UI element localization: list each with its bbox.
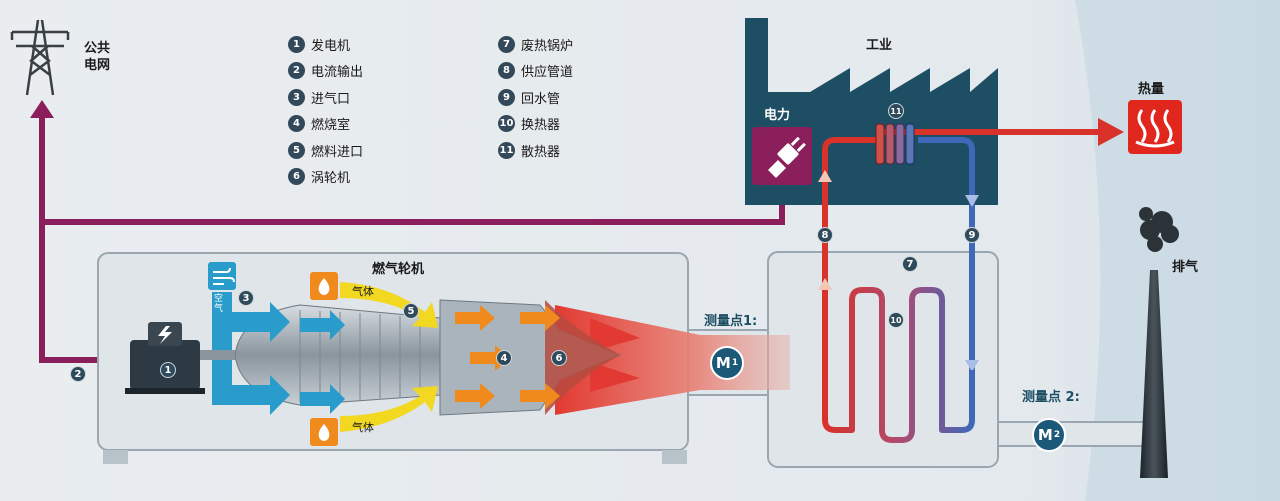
legend-text: 涡轮机	[311, 171, 351, 187]
legend-item: 11 散热器	[498, 137, 573, 164]
plug-icon	[768, 136, 806, 178]
air-intake-icon	[208, 262, 236, 290]
exhaust-pipe	[997, 421, 1149, 447]
background-band	[1075, 0, 1280, 501]
gas-turbine-label: 燃气轮机	[372, 262, 425, 277]
heat-icon	[1128, 100, 1182, 154]
marker-7: 7	[902, 256, 918, 272]
heat-label: 热量	[1138, 82, 1165, 97]
marker-5: 5	[403, 303, 419, 319]
supply-arrow	[818, 170, 832, 182]
m2-subscript: 2	[1053, 430, 1061, 440]
legend-item: 2 电流输出	[288, 58, 363, 85]
marker-1: 1	[160, 362, 176, 378]
measure-point-2-label: 测量点 2:	[1022, 390, 1080, 405]
chimney	[1140, 270, 1168, 478]
return-arrow-2	[965, 360, 979, 372]
legend-item: 8 供应管道	[498, 58, 573, 85]
marker-2: 2	[70, 366, 86, 382]
legend-text: 废热锅炉	[521, 38, 574, 54]
radiator-icon	[875, 123, 915, 165]
legend-left: 1 发电机 2 电流输出 3 进气口 4 燃烧室 5 燃料进口 6 涡轮机	[288, 31, 363, 190]
power-pylon-icon	[10, 19, 70, 96]
air-label: 空气	[214, 294, 224, 314]
legend-number: 5	[288, 141, 305, 159]
legend-item: 4 燃烧室	[288, 111, 363, 138]
fuel-icon-bottom	[310, 418, 338, 446]
marker-10: 10	[888, 312, 904, 328]
legend-item: 6 涡轮机	[288, 164, 363, 191]
legend-text: 供应管道	[521, 65, 574, 81]
legend-text: 电流输出	[311, 65, 364, 81]
legend-item: 3 进气口	[288, 84, 363, 111]
supply-arrow-2	[818, 278, 832, 290]
m2-letter: M	[1037, 426, 1053, 444]
marker-3: 3	[238, 290, 254, 306]
housing-foot-right	[662, 450, 687, 464]
gas-arrow-bottom	[340, 386, 438, 432]
turbine-exit	[545, 300, 620, 415]
return-arrow	[965, 195, 979, 207]
legend-number: 2	[288, 62, 305, 80]
measure-point-1-label: 测量点1:	[704, 314, 758, 329]
heat-arrow	[1098, 118, 1124, 146]
exhaust-arrow-top	[590, 318, 640, 352]
housing-foot-left	[103, 450, 128, 464]
legend-text: 进气口	[311, 91, 351, 107]
fuel-icon-top	[310, 272, 338, 300]
marker-8: 8	[817, 227, 833, 243]
gas-bottom-label: 气体	[352, 421, 374, 434]
marker-11: 11	[888, 103, 904, 119]
legend-text: 换热器	[521, 118, 561, 134]
m1-letter: M	[715, 354, 731, 372]
legend-number: 10	[498, 115, 515, 133]
legend-item: 1 发电机	[288, 31, 363, 58]
legend-number: 6	[288, 168, 305, 186]
heating-loop	[822, 129, 1100, 380]
legend-text: 回水管	[521, 91, 561, 107]
exhaust-arrow-bottom	[590, 362, 640, 392]
m1-subscript: 1	[731, 358, 739, 368]
marker-6: 6	[551, 350, 567, 366]
legend-item: 5 燃料进口	[288, 137, 363, 164]
legend-text: 散热器	[521, 144, 561, 160]
marker-4: 4	[496, 350, 512, 366]
grid-label: 公共 电网	[84, 41, 111, 73]
legend-item: 9 回水管	[498, 84, 573, 111]
legend-number: 9	[498, 88, 515, 106]
industry-label: 工业	[866, 38, 893, 53]
marker-9: 9	[964, 227, 980, 243]
smoke-icon	[1139, 207, 1179, 252]
legend-number: 1	[288, 35, 305, 53]
gas-top-label: 气体	[352, 285, 374, 298]
air-flow	[212, 292, 345, 415]
legend-number: 7	[498, 35, 515, 53]
legend-text: 燃烧室	[311, 118, 351, 134]
exhaust-label: 排气	[1172, 260, 1199, 275]
legend-number: 4	[288, 115, 305, 133]
legend-right: 7 废热锅炉 8 供应管道 9 回水管 10 换热器 11 散热器	[498, 31, 573, 164]
legend-text: 发电机	[311, 38, 351, 54]
legend-text: 燃料进口	[311, 144, 364, 160]
power-arrow-up	[30, 100, 54, 118]
legend-number: 8	[498, 62, 515, 80]
heat-exchanger-coil	[822, 287, 975, 443]
power-label: 电力	[764, 108, 791, 123]
gas-arrow-top	[340, 282, 438, 328]
legend-item: 7 废热锅炉	[498, 31, 573, 58]
legend-number: 11	[498, 141, 515, 159]
legend-number: 3	[288, 88, 305, 106]
legend-item: 10 换热器	[498, 111, 573, 138]
